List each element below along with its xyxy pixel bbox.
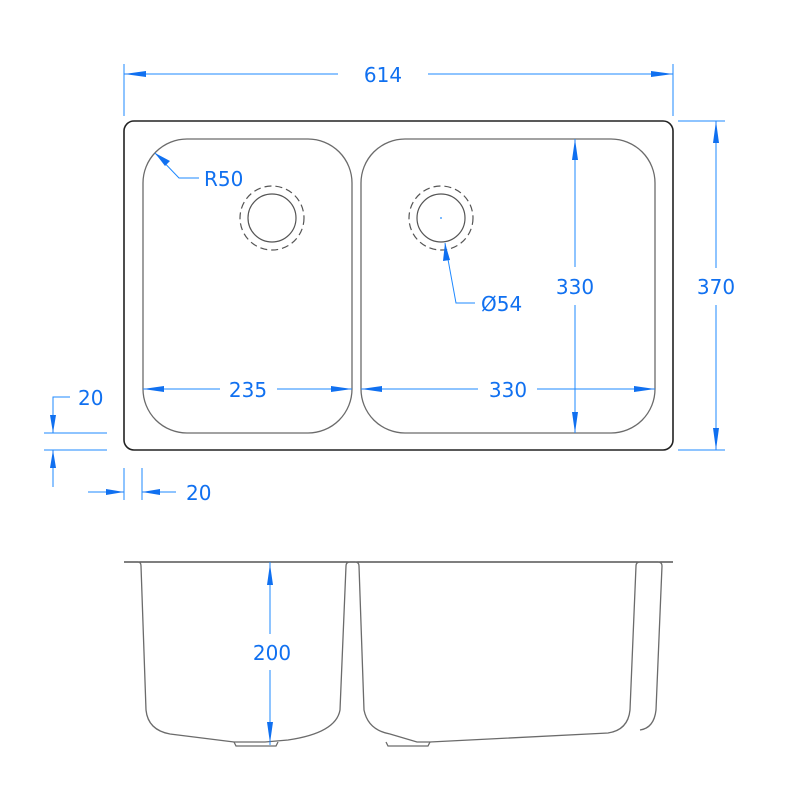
overall-width-label: 614 <box>364 63 402 87</box>
rim-front-label: 20 <box>78 386 103 410</box>
right-bowl-waste-outlet <box>385 741 431 747</box>
left-bowl-waste-outlet <box>233 741 279 747</box>
rim-side-dimension: 20 <box>88 468 211 505</box>
side-view <box>124 561 673 747</box>
waste-diameter-callout: Ø54 <box>443 242 522 316</box>
left-waste-icon <box>239 185 305 251</box>
left-bowl-width-label: 235 <box>229 378 267 402</box>
right-waste-icon <box>408 185 474 251</box>
left-bowl-profile <box>137 561 351 743</box>
rim-side-label: 20 <box>186 481 211 505</box>
left-bowl-outline <box>142 138 353 434</box>
right-bowl-width-label: 330 <box>489 378 527 402</box>
side-depth-label: 200 <box>253 641 291 665</box>
right-bowl-depth-label: 330 <box>556 275 594 299</box>
right-bowl-width-dimension: 330 <box>361 378 655 402</box>
plan-view <box>123 120 674 451</box>
side-depth-dimension: 200 <box>253 562 291 745</box>
waste-diameter-label: Ø54 <box>481 292 522 316</box>
overall-depth-dimension: 370 <box>678 120 735 451</box>
rim-front-dimension: 20 <box>44 386 107 487</box>
corner-radius-callout: R50 <box>154 152 243 191</box>
right-bowl-depth-dimension: 330 <box>556 139 594 433</box>
left-bowl-width-dimension: 235 <box>143 378 352 402</box>
right-bowl-outline <box>360 138 656 434</box>
right-bowl-profile <box>354 561 641 743</box>
corner-radius-label: R50 <box>204 167 243 191</box>
overall-width-dimension: 614 <box>123 63 674 116</box>
overall-depth-label: 370 <box>697 275 735 299</box>
sink-outer-rim <box>123 120 674 451</box>
